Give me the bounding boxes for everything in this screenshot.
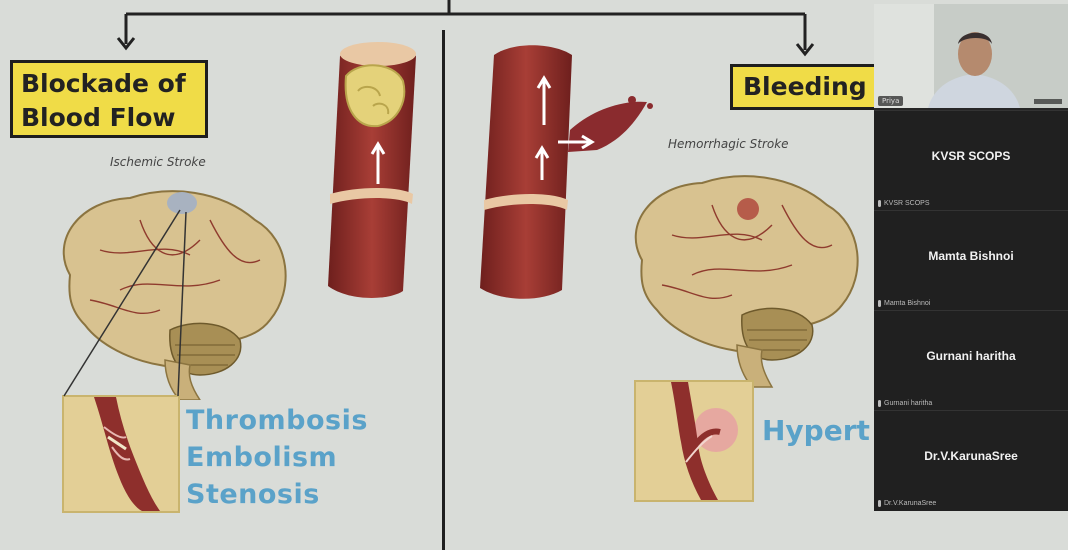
mic-muted-icon: [878, 200, 881, 207]
inset-pointer-lines: [60, 200, 200, 400]
participant-name: Gurnani haritha: [874, 349, 1068, 363]
participant-label: Mamta Bishnoi: [878, 300, 930, 307]
blockade-label: Blockade of Blood Flow: [10, 60, 208, 138]
center-divider: [442, 30, 445, 550]
participant-small-name: Dr.V.KarunaSree: [884, 500, 936, 507]
participant-small-name: Gurnani haritha: [884, 400, 932, 407]
participant-tile[interactable]: KVSR SCOPS KVSR SCOPS: [874, 110, 1068, 211]
presenter-video: [874, 4, 1068, 108]
participants-panel: Priya KVSR SCOPS KVSR SCOPS Mamta Bishno…: [874, 4, 1068, 510]
ischemic-caption: Ischemic Stroke: [110, 155, 206, 169]
mic-muted-icon: [878, 400, 881, 407]
participant-tile[interactable]: Mamta Bishnoi Mamta Bishnoi: [874, 210, 1068, 311]
brain-hemorrhagic-illustration: [612, 165, 872, 390]
cause-thrombosis: Thrombosis: [186, 402, 368, 439]
self-video-tile[interactable]: Priya: [874, 4, 1068, 108]
participant-label: Gurnani haritha: [878, 400, 932, 407]
tile-overlay-bar: [1034, 99, 1062, 104]
participant-name: Dr.V.KarunaSree: [874, 449, 1068, 463]
participant-label: KVSR SCOPS: [878, 200, 930, 207]
self-name-tag: Priya: [878, 96, 903, 106]
participant-name: Mamta Bishnoi: [874, 249, 1068, 263]
bleeding-label: Bleeding: [730, 64, 878, 110]
mic-muted-icon: [878, 500, 881, 507]
participant-label: Dr.V.KarunaSree: [878, 500, 936, 507]
hypertension-inset: [634, 380, 754, 502]
thrombosis-inset: [62, 395, 180, 513]
hemorrhagic-caption: Hemorrhagic Stroke: [668, 137, 789, 151]
mic-muted-icon: [878, 300, 881, 307]
artery-closeup-right: [636, 382, 752, 500]
participant-name: KVSR SCOPS: [874, 149, 1068, 163]
artery-closeup-left: [64, 397, 178, 511]
ischemic-causes-list: Thrombosis Embolism Stenosis: [186, 402, 368, 513]
participant-tile[interactable]: Dr.V.KarunaSree Dr.V.KarunaSree: [874, 410, 1068, 511]
participant-small-name: Mamta Bishnoi: [884, 300, 930, 307]
hypertension-text: Hypert: [762, 414, 874, 447]
cause-embolism: Embolism: [186, 439, 368, 476]
vessel-plaque-illustration: [318, 36, 428, 301]
cause-stenosis: Stenosis: [186, 476, 368, 513]
participant-small-name: KVSR SCOPS: [884, 200, 930, 207]
participant-tile[interactable]: Gurnani haritha Gurnani haritha: [874, 310, 1068, 411]
